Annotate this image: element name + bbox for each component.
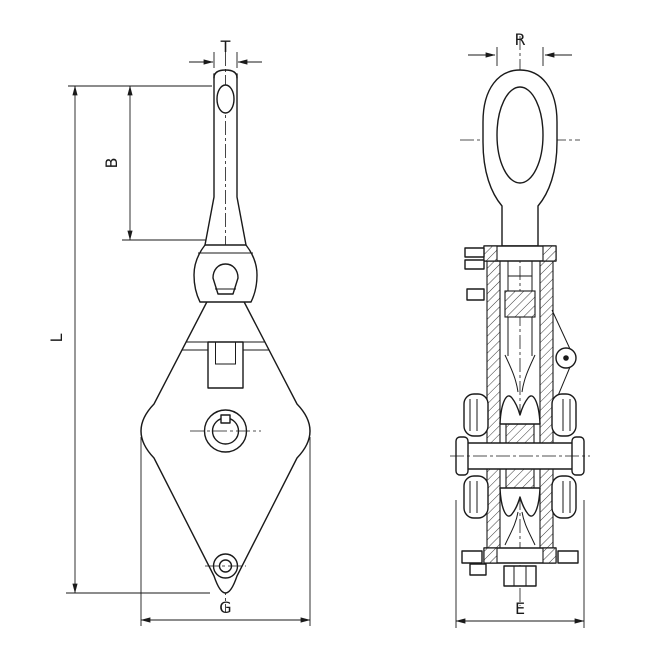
shank-right-edge — [236, 73, 247, 246]
side-view: R E — [450, 30, 590, 628]
top-crossplate-hatch-left — [483, 245, 498, 262]
lifting-eye-inner — [496, 86, 544, 184]
front-view: T B L G — [47, 37, 311, 626]
rim-left-bottom — [463, 475, 489, 519]
pin-keyway — [220, 414, 231, 424]
pivot-center-dot — [563, 355, 569, 361]
latch-inner — [215, 341, 236, 365]
sheave-flange-upper — [499, 395, 541, 425]
bolt-head-bottom-left-2 — [469, 563, 487, 576]
top-crossplate-hatch-right — [542, 245, 557, 262]
swivel-pin-hole — [212, 263, 239, 295]
rim-right-bottom — [551, 475, 577, 519]
cheek-plate-left — [486, 245, 501, 564]
dimension-label-B: B — [102, 158, 121, 169]
rope-guard-lower-right — [521, 511, 536, 546]
dimension-B: B — [68, 85, 212, 241]
shank-top-cap — [213, 69, 238, 79]
dimension-R: R — [468, 30, 572, 66]
hex-nut-bottom — [503, 565, 537, 587]
dimension-label-R: R — [514, 30, 525, 49]
dimension-label-E: E — [515, 599, 525, 618]
dimension-E: E — [455, 500, 585, 628]
dimension-G: G — [140, 437, 311, 626]
dimension-label-G: G — [219, 598, 231, 617]
bottom-crossplate-hatch-right — [542, 547, 557, 564]
shank-left-edge — [204, 73, 215, 246]
sheave-flange-lower — [499, 487, 541, 517]
rope-guard-upper-right — [521, 354, 536, 393]
bolt-head-top-2 — [464, 259, 485, 270]
shank-eye-hole — [216, 84, 235, 114]
bolt-head-bottom-right — [557, 550, 579, 564]
dimension-label-T: T — [220, 37, 231, 56]
bottom-crossplate-hatch-left — [483, 547, 498, 564]
dimension-T: T — [189, 37, 262, 68]
rim-right-top — [551, 393, 577, 437]
rim-left-top — [463, 393, 489, 437]
gusset-line-upper — [551, 309, 571, 350]
rope-guard-upper-left — [504, 354, 519, 393]
dimension-L: L — [47, 85, 210, 594]
cheek-plate-right — [539, 245, 554, 564]
dimension-label-L: L — [47, 333, 66, 342]
swivel-nut — [504, 290, 536, 318]
rope-guard-lower-left — [504, 511, 519, 546]
bolt-head-top-1 — [464, 247, 485, 258]
bolt-head-top-3 — [466, 288, 485, 301]
bolt-head-bottom-left — [461, 550, 483, 564]
latch-outer — [207, 341, 244, 389]
